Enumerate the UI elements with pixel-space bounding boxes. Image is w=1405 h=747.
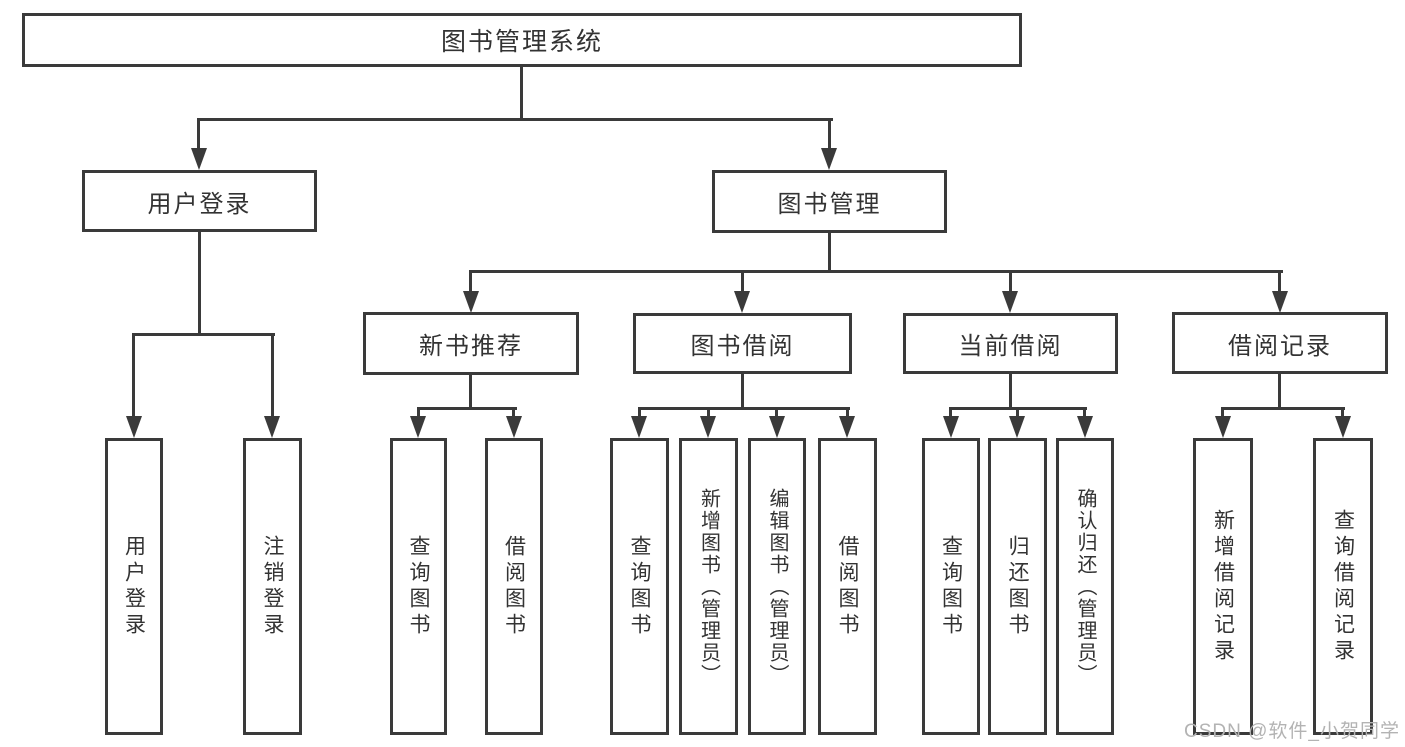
connector-line <box>1009 270 1012 295</box>
leaf-confirm-return-admin-label: 确认归还（管理员） <box>1074 487 1096 686</box>
arrow-down-icon <box>769 416 785 438</box>
arrow-down-icon <box>1077 416 1093 438</box>
connector-line <box>1009 374 1012 410</box>
node-book-borrowing-label: 图书借阅 <box>690 333 795 360</box>
node-book-management: 图书管理 <box>712 170 947 233</box>
arrow-down-icon <box>1272 291 1288 313</box>
connector-line <box>741 374 744 410</box>
leaf-confirm-return-admin: 确认归还（管理员） <box>1056 438 1114 735</box>
leaf-return-books: 归还图书 <box>988 438 1047 735</box>
connector-line <box>846 407 849 418</box>
connector-line <box>132 333 275 336</box>
connector-line <box>417 407 517 410</box>
arrow-down-icon <box>734 291 750 313</box>
arrow-down-icon <box>821 148 837 170</box>
leaf-borrow-books-rec-label: 借阅图书 <box>502 534 526 639</box>
leaf-add-borrow-record-label: 新增借阅记录 <box>1211 508 1235 665</box>
node-book-management-label: 图书管理 <box>777 191 882 218</box>
leaf-query-borrow-record: 查询借阅记录 <box>1313 438 1373 735</box>
arrow-down-icon <box>943 416 959 438</box>
leaf-user-login: 用户登录 <box>105 438 163 735</box>
connector-line <box>512 407 515 418</box>
node-user-login: 用户登录 <box>82 170 317 232</box>
arrow-down-icon <box>506 416 522 438</box>
connector-line <box>271 333 274 418</box>
node-root-label: 图书管理系统 <box>440 28 603 56</box>
leaf-logout: 注销登录 <box>243 438 302 735</box>
connector-line <box>417 407 420 418</box>
arrow-down-icon <box>1335 416 1351 438</box>
leaf-edit-books-admin: 编辑图书（管理员） <box>748 438 806 735</box>
leaf-query-books-borrow: 查询图书 <box>610 438 669 735</box>
leaf-borrow-books-rec: 借阅图书 <box>485 438 543 735</box>
connector-line <box>198 232 201 336</box>
leaf-borrow-books: 借阅图书 <box>818 438 877 735</box>
connector-line <box>469 270 1283 273</box>
arrow-down-icon <box>126 416 142 438</box>
connector-line <box>197 118 833 121</box>
leaf-query-borrow-record-label: 查询借阅记录 <box>1331 508 1355 665</box>
connector-line <box>638 407 641 418</box>
leaf-query-books-rec-label: 查询图书 <box>407 534 430 639</box>
node-new-book-recommendation-label: 新书推荐 <box>419 333 523 360</box>
watermark: CSDN @软件_小贺同学 <box>1184 721 1400 742</box>
leaf-query-books-borrow-label: 查询图书 <box>628 534 651 639</box>
leaf-add-borrow-record: 新增借阅记录 <box>1193 438 1253 735</box>
arrow-down-icon <box>410 416 426 438</box>
leaf-borrow-books-label: 借阅图书 <box>836 534 859 639</box>
leaf-user-login-label: 用户登录 <box>122 534 146 639</box>
connector-line <box>949 407 952 418</box>
node-borrowing-records-label: 借阅记录 <box>1228 332 1332 360</box>
connector-line <box>469 270 472 295</box>
node-borrowing-records: 借阅记录 <box>1172 312 1388 374</box>
arrow-down-icon <box>463 291 479 313</box>
arrow-down-icon <box>631 416 647 438</box>
connector-line <box>741 270 744 295</box>
connector-line <box>828 233 831 273</box>
connector-line <box>1278 374 1281 410</box>
node-root: 图书管理系统 <box>22 13 1022 67</box>
connector-line <box>1278 270 1281 295</box>
arrow-down-icon <box>1009 416 1025 438</box>
node-current-borrowing: 当前借阅 <box>903 313 1118 374</box>
node-book-borrowing: 图书借阅 <box>633 313 852 374</box>
connector-line <box>132 333 135 418</box>
leaf-query-books-rec: 查询图书 <box>390 438 447 735</box>
leaf-query-books-current: 查询图书 <box>922 438 980 735</box>
connector-line <box>1221 407 1345 410</box>
arrow-down-icon <box>1215 416 1231 438</box>
arrow-down-icon <box>700 416 716 438</box>
arrow-down-icon <box>839 416 855 438</box>
connector-line <box>1083 407 1086 418</box>
connector-line <box>828 118 831 150</box>
connector-line <box>775 407 778 418</box>
arrow-down-icon <box>264 416 280 438</box>
leaf-return-books-label: 归还图书 <box>1006 534 1029 639</box>
connector-line <box>1016 407 1019 418</box>
arrow-down-icon <box>1002 291 1018 313</box>
leaf-logout-label: 注销登录 <box>261 534 284 639</box>
leaf-edit-books-admin-label: 编辑图书（管理员） <box>766 487 788 686</box>
connector-line <box>638 407 850 410</box>
connector-line <box>197 118 200 150</box>
node-current-borrowing-label: 当前借阅 <box>958 333 1063 360</box>
arrow-down-icon <box>191 148 207 170</box>
connector-line <box>520 67 523 120</box>
node-new-book-recommendation: 新书推荐 <box>363 312 579 375</box>
node-user-login-label: 用户登录 <box>147 190 252 218</box>
connector-line <box>707 407 710 418</box>
leaf-add-books-admin-label: 新增图书（管理员） <box>697 487 720 686</box>
connector-line <box>1221 407 1224 418</box>
leaf-add-books-admin: 新增图书（管理员） <box>679 438 738 735</box>
connector-line <box>1341 407 1344 418</box>
leaf-query-books-current-label: 查询图书 <box>939 534 963 639</box>
connector-line <box>469 375 472 410</box>
